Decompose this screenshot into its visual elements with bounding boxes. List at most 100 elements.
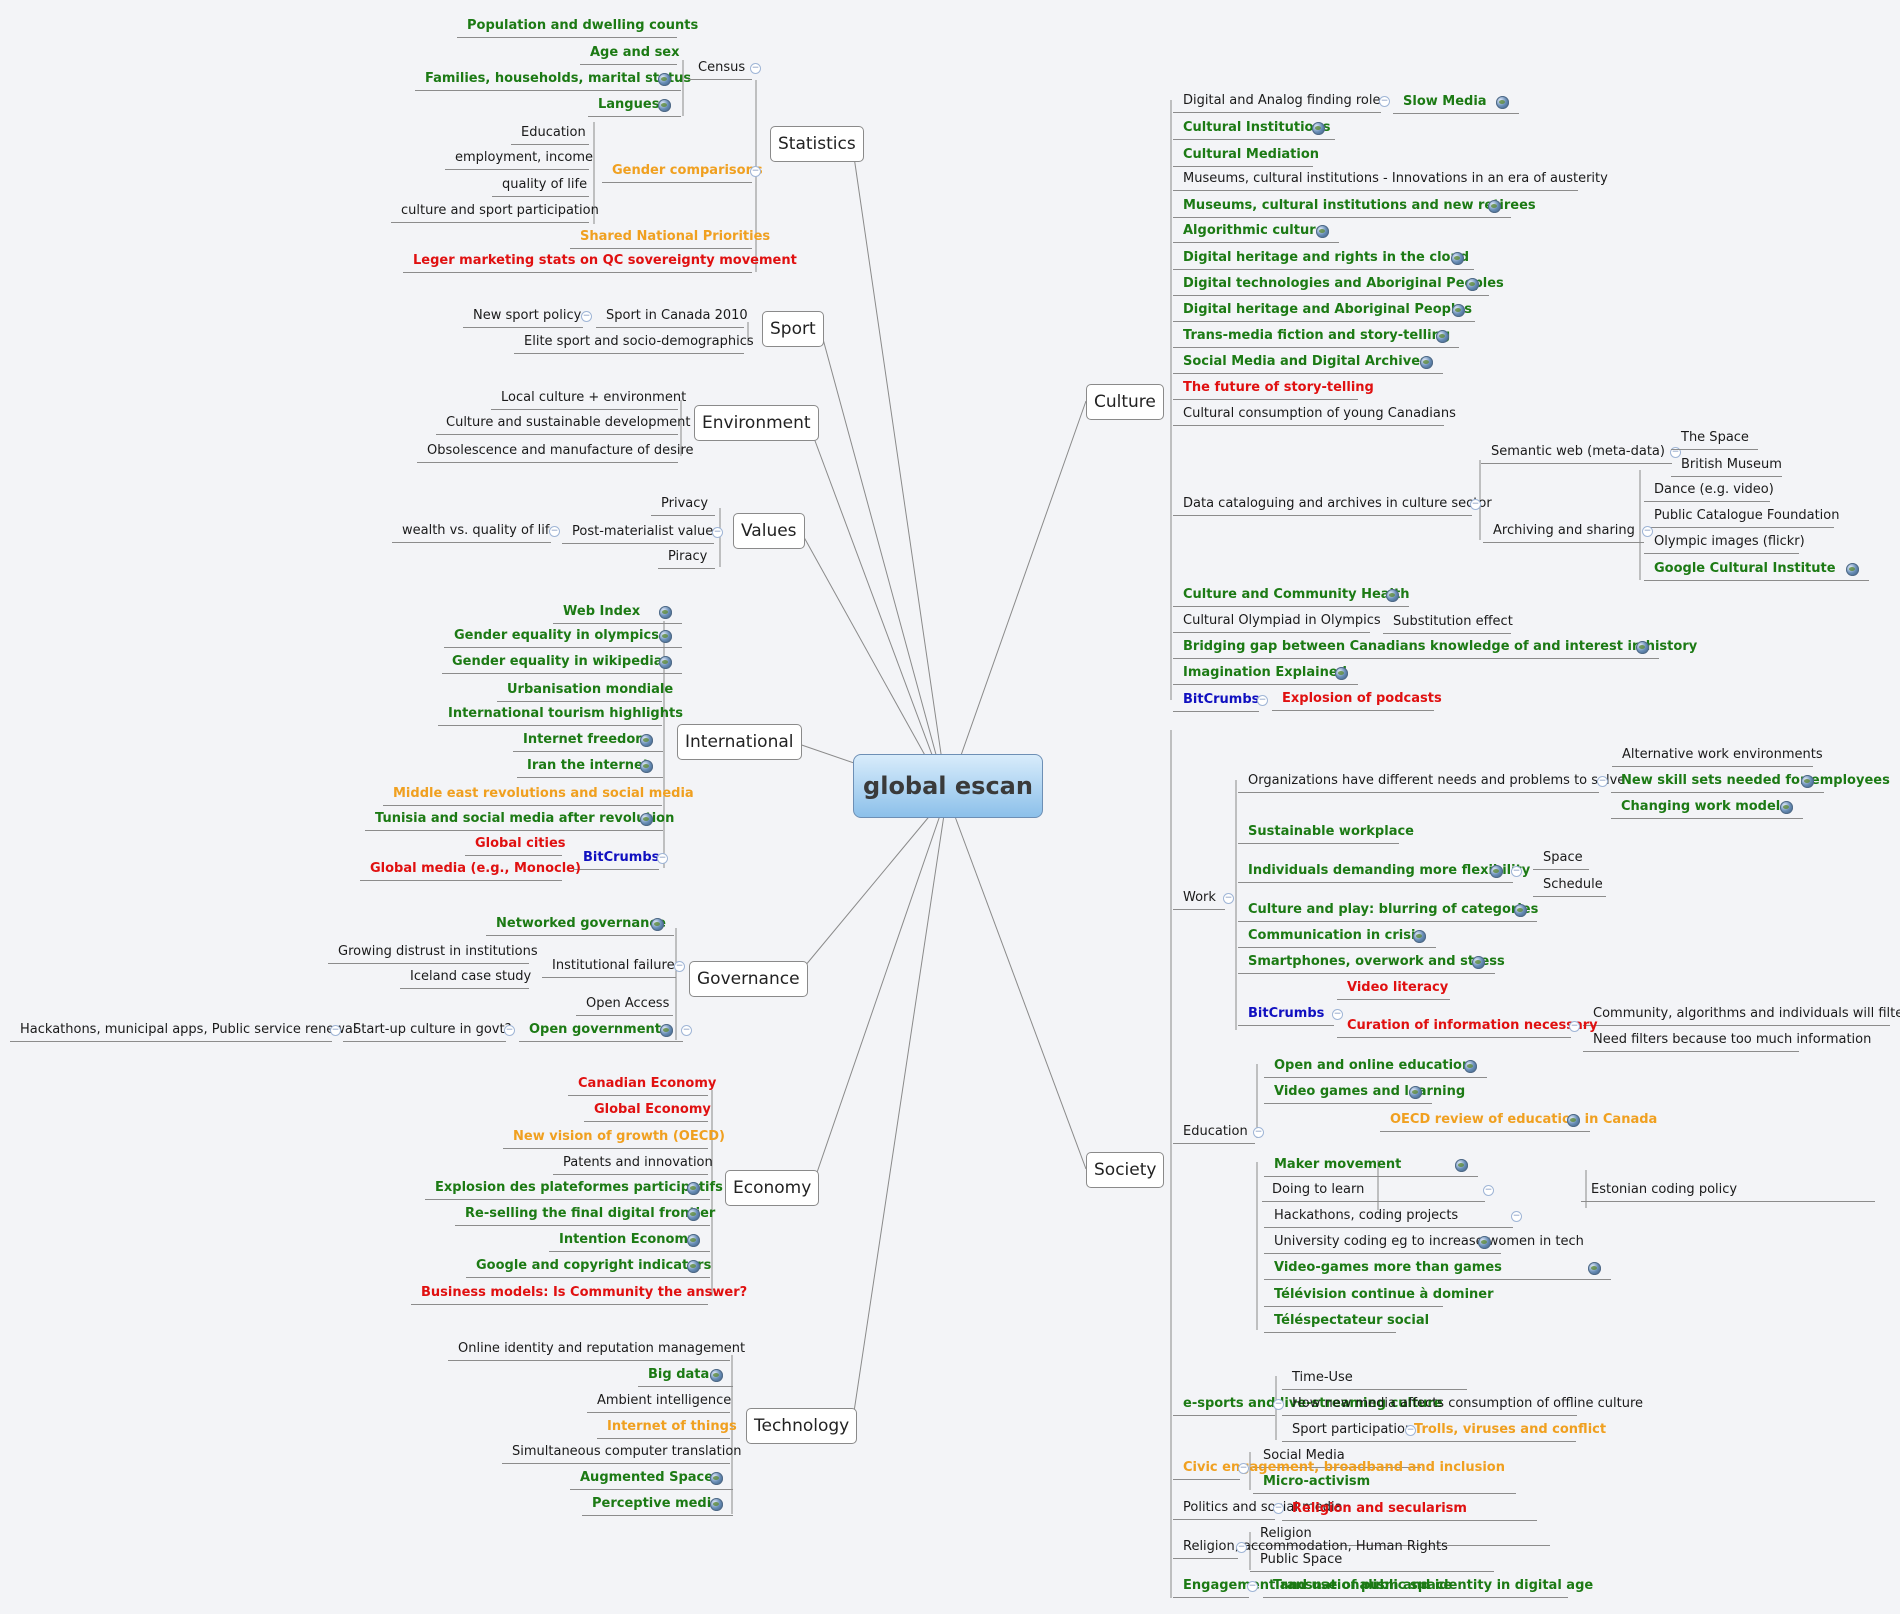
hyperlink-globe-icon[interactable]	[1490, 865, 1503, 878]
topic-civic-engagement-broadband-and-inclusion[interactable]: Civic engagement, broadband and inclusio…	[1183, 1460, 1505, 1475]
topic-time-use[interactable]: Time-Use	[1292, 1370, 1353, 1385]
topic-education[interactable]: Education	[1183, 1124, 1248, 1139]
collapse-toggle-icon[interactable]: −	[657, 853, 668, 864]
topic-intention-economy[interactable]: Intention Economy	[559, 1232, 697, 1247]
topic-iran-the-internet[interactable]: Iran the internet	[527, 758, 650, 773]
hyperlink-globe-icon[interactable]	[658, 99, 671, 112]
branch-sport[interactable]: Sport	[762, 311, 824, 347]
hyperlink-globe-icon[interactable]	[710, 1472, 723, 1485]
topic-google-and-copyright-indicators[interactable]: Google and copyright indicators	[476, 1258, 712, 1273]
topic-quality-of-life[interactable]: quality of life	[502, 177, 588, 192]
hyperlink-globe-icon[interactable]	[1496, 96, 1509, 109]
topic-institutional-failure[interactable]: Institutional failure	[552, 958, 675, 973]
hyperlink-globe-icon[interactable]	[659, 656, 672, 669]
collapse-toggle-icon[interactable]: −	[1597, 776, 1608, 787]
hyperlink-globe-icon[interactable]	[1452, 304, 1465, 317]
branch-environment[interactable]: Environment	[694, 405, 819, 441]
topic-oecd-review-of-education-in-canada[interactable]: OECD review of education in Canada	[1390, 1112, 1658, 1127]
topic-cultural-olympiad-in-olympics[interactable]: Cultural Olympiad in Olympics	[1183, 613, 1381, 628]
topic-explosion-des-plateformes-participatifs[interactable]: Explosion des plateformes participatifs	[435, 1180, 723, 1195]
topic-how-new-media-affects-consumption-of-offline-culture[interactable]: How new media affects consumption of off…	[1292, 1396, 1644, 1411]
topic-culture-and-community-health[interactable]: Culture and Community Health	[1183, 587, 1410, 602]
topic-leger-marketing-stats-on-qc-sovereignty-movement[interactable]: Leger marketing stats on QC sovereignty …	[413, 253, 797, 268]
topic-start-up-culture-in-govt[interactable]: Start-up culture in govt?	[353, 1022, 512, 1037]
topic-big-data[interactable]: Big data	[648, 1367, 710, 1382]
topic-global-economy[interactable]: Global Economy	[594, 1102, 711, 1117]
collapse-toggle-icon[interactable]: −	[1257, 695, 1268, 706]
topic-trans-media-fiction-and-story-telling[interactable]: Trans-media fiction and story-telling	[1183, 328, 1451, 343]
branch-culture[interactable]: Culture	[1086, 384, 1164, 420]
collapse-toggle-icon[interactable]: −	[1405, 1425, 1416, 1436]
branch-technology[interactable]: Technology	[746, 1408, 858, 1444]
topic-global-media-e-g-monocle[interactable]: Global media (e.g., Monocle)	[370, 861, 581, 876]
topic-video-literacy[interactable]: Video literacy	[1347, 980, 1449, 995]
topic-culture-and-play-blurring-of-categories[interactable]: Culture and play: blurring of categories	[1248, 902, 1539, 917]
collapse-toggle-icon[interactable]: −	[330, 1025, 341, 1036]
hyperlink-globe-icon[interactable]	[1514, 904, 1527, 917]
topic-international-tourism-highlights[interactable]: International tourism highlights	[448, 706, 683, 721]
topic-open-access[interactable]: Open Access	[586, 996, 670, 1011]
collapse-toggle-icon[interactable]: −	[1470, 499, 1481, 510]
branch-society[interactable]: Society	[1086, 1152, 1165, 1188]
topic-local-culture-environment[interactable]: Local culture + environment	[501, 390, 687, 405]
hyperlink-globe-icon[interactable]	[640, 760, 653, 773]
hyperlink-globe-icon[interactable]	[1312, 122, 1325, 135]
topic-t-l-vision-continue-dominer[interactable]: Télévision continue à dominer	[1274, 1287, 1494, 1302]
collapse-toggle-icon[interactable]: −	[1379, 96, 1390, 107]
topic-sport-in-canada-2010[interactable]: Sport in Canada 2010	[606, 308, 748, 323]
hyperlink-globe-icon[interactable]	[1801, 775, 1814, 788]
topic-elite-sport-and-socio-demographics[interactable]: Elite sport and socio-demographics	[524, 334, 754, 349]
topic-british-museum[interactable]: British Museum	[1681, 457, 1782, 472]
topic-social-media[interactable]: Social Media	[1263, 1448, 1345, 1463]
collapse-toggle-icon[interactable]: −	[1223, 893, 1234, 904]
hyperlink-globe-icon[interactable]	[1436, 330, 1449, 343]
topic-cultural-mediation[interactable]: Cultural Mediation	[1183, 147, 1320, 162]
collapse-toggle-icon[interactable]: −	[674, 961, 685, 972]
topic-religion[interactable]: Religion	[1260, 1526, 1312, 1541]
topic-substitution-effect[interactable]: Substitution effect	[1393, 614, 1513, 629]
hyperlink-globe-icon[interactable]	[1567, 1114, 1580, 1127]
collapse-toggle-icon[interactable]: −	[504, 1025, 515, 1036]
topic-piracy[interactable]: Piracy	[668, 549, 708, 564]
topic-maker-movement[interactable]: Maker movement	[1274, 1157, 1402, 1172]
hyperlink-globe-icon[interactable]	[1846, 563, 1859, 576]
topic-individuals-demanding-more-flexibility[interactable]: Individuals demanding more flexibility	[1248, 863, 1531, 878]
topic-work[interactable]: Work	[1183, 890, 1216, 905]
topic-dance-e-g-video[interactable]: Dance (e.g. video)	[1654, 482, 1774, 497]
topic-tunisia-and-social-media-after-revolution[interactable]: Tunisia and social media after revolutio…	[375, 811, 675, 826]
topic-transnationalism-and-identity-in-digital-age[interactable]: Transnationalism and identity in digital…	[1273, 1578, 1594, 1593]
hyperlink-globe-icon[interactable]	[651, 918, 664, 931]
topic-university-coding-eg-to-increase-women-in-tech[interactable]: University coding eg to increase women i…	[1274, 1234, 1584, 1249]
topic-google-cultural-institute[interactable]: Google Cultural Institute	[1654, 561, 1836, 576]
topic-imagination-explained[interactable]: Imagination Explained	[1183, 665, 1347, 680]
topic-museums-cultural-institutions-innovations-in-an-era-of-austerity[interactable]: Museums, cultural institutions - Innovat…	[1183, 171, 1608, 186]
topic-the-future-of-story-telling[interactable]: The future of story-telling	[1183, 380, 1374, 395]
topic-augmented-spaces[interactable]: Augmented Spaces	[580, 1470, 721, 1485]
topic-smartphones-overwork-and-stress[interactable]: Smartphones, overwork and stress	[1248, 954, 1505, 969]
topic-gender-comparisons[interactable]: Gender comparisons	[612, 163, 763, 178]
topic-gender-equality-in-olympics[interactable]: Gender equality in olympics	[454, 628, 659, 643]
hyperlink-globe-icon[interactable]	[659, 630, 672, 643]
topic-global-cities[interactable]: Global cities	[475, 836, 566, 851]
hyperlink-globe-icon[interactable]	[1464, 1060, 1477, 1073]
hyperlink-globe-icon[interactable]	[640, 813, 653, 826]
topic-employment-income[interactable]: employment, income	[455, 150, 594, 165]
topic-gender-equality-in-wikipedia[interactable]: Gender equality in wikipedia	[452, 654, 663, 669]
topic-bridging-gap-between-canadians-knowledge-of-and-interest-in-history[interactable]: Bridging gap between Canadians knowledge…	[1183, 639, 1698, 654]
collapse-toggle-icon[interactable]: −	[1238, 1463, 1249, 1474]
topic-culture-and-sustainable-development[interactable]: Culture and sustainable development	[446, 415, 691, 430]
collapse-toggle-icon[interactable]: −	[1511, 866, 1522, 877]
collapse-toggle-icon[interactable]: −	[1273, 1503, 1284, 1514]
collapse-toggle-icon[interactable]: −	[750, 63, 761, 74]
topic-sustainable-workplace[interactable]: Sustainable workplace	[1248, 824, 1414, 839]
topic-online-identity-and-reputation-management[interactable]: Online identity and reputation managemen…	[458, 1341, 746, 1356]
collapse-toggle-icon[interactable]: −	[1273, 1399, 1284, 1410]
topic-perceptive-media[interactable]: Perceptive media	[592, 1496, 720, 1511]
topic-middle-east-revolutions-and-social-media[interactable]: Middle east revolutions and social media	[393, 786, 694, 801]
hyperlink-globe-icon[interactable]	[1316, 225, 1329, 238]
topic-hackathons-coding-projects[interactable]: Hackathons, coding projects	[1274, 1208, 1459, 1223]
collapse-toggle-icon[interactable]: −	[1253, 1127, 1264, 1138]
topic-wealth-vs-quality-of-life[interactable]: wealth vs. quality of life	[402, 523, 558, 538]
topic-communication-in-crisis[interactable]: Communication in crisis	[1248, 928, 1424, 943]
collapse-toggle-icon[interactable]: −	[581, 311, 592, 322]
